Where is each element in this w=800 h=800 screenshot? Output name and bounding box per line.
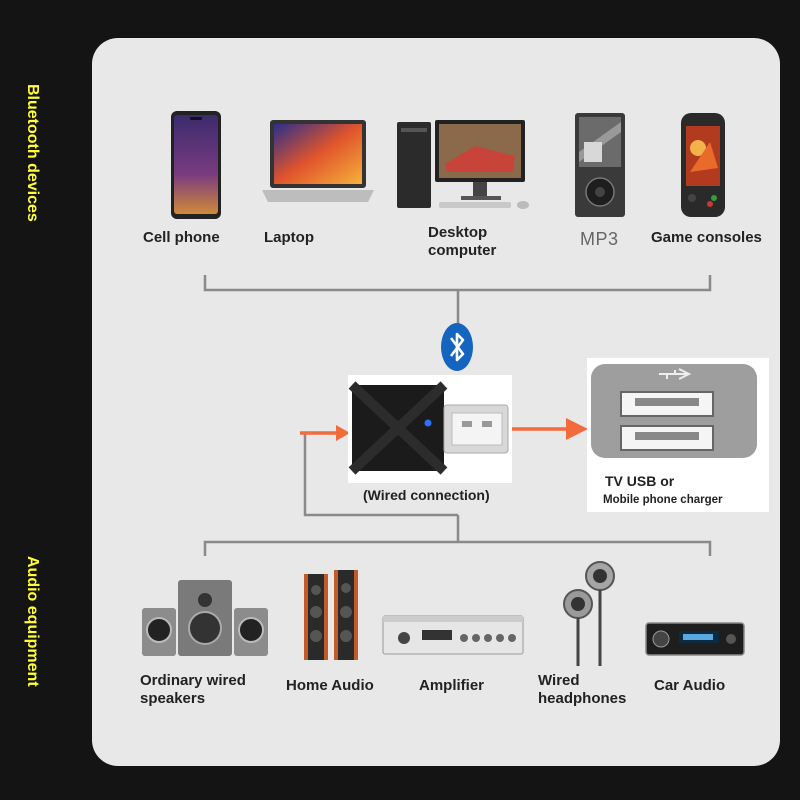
desktop-computer-icon [395, 118, 535, 215]
car-stereo-icon [645, 622, 745, 661]
mp3-player-icon [574, 112, 626, 223]
game-console-icon [680, 112, 726, 223]
power-source-label-line2: Mobile phone charger [603, 494, 723, 506]
home-audio-label: Home Audio [286, 677, 374, 694]
wired-connection-label: (Wired connection) [363, 487, 490, 503]
laptop-icon [262, 118, 374, 211]
car-audio-label: Car Audio [654, 677, 726, 694]
power-source-card [587, 358, 769, 512]
power-arrow-head [566, 418, 588, 440]
audio-equipment-side-label: Audio equipment [24, 556, 41, 687]
input-arrow-head [336, 425, 350, 441]
game-consoles-label: Game consoles [651, 229, 762, 246]
cell-phone-icon [170, 110, 222, 225]
amplifier-icon [382, 612, 524, 661]
laptop-label: Laptop [264, 229, 314, 246]
ordinary-wired-speakers-label: Ordinary wired speakers [140, 672, 246, 707]
bluetooth-devices-side-label: Bluetooth devices [24, 84, 41, 222]
bottom-bracket-line [203, 540, 712, 556]
audio-return-line [303, 433, 458, 517]
earphones-icon [556, 560, 618, 673]
bluetooth-icon [440, 322, 474, 377]
bluetooth-usb-adapter-icon [348, 375, 512, 483]
amplifier-label: Amplifier [419, 677, 485, 694]
power-source-label-line1: TV USB or [605, 473, 675, 489]
desktop-computer-label: Desktop computer [428, 224, 497, 259]
wired-headphones-label: Wired headphones [538, 672, 627, 707]
tower-speakers-icon [302, 568, 362, 667]
speakers-icon [140, 578, 270, 663]
top-bracket-line [203, 275, 712, 292]
cell-phone-label: Cell phone [143, 229, 220, 246]
mp3-label: MP3 [580, 229, 619, 249]
usb-port-icon [591, 364, 757, 458]
